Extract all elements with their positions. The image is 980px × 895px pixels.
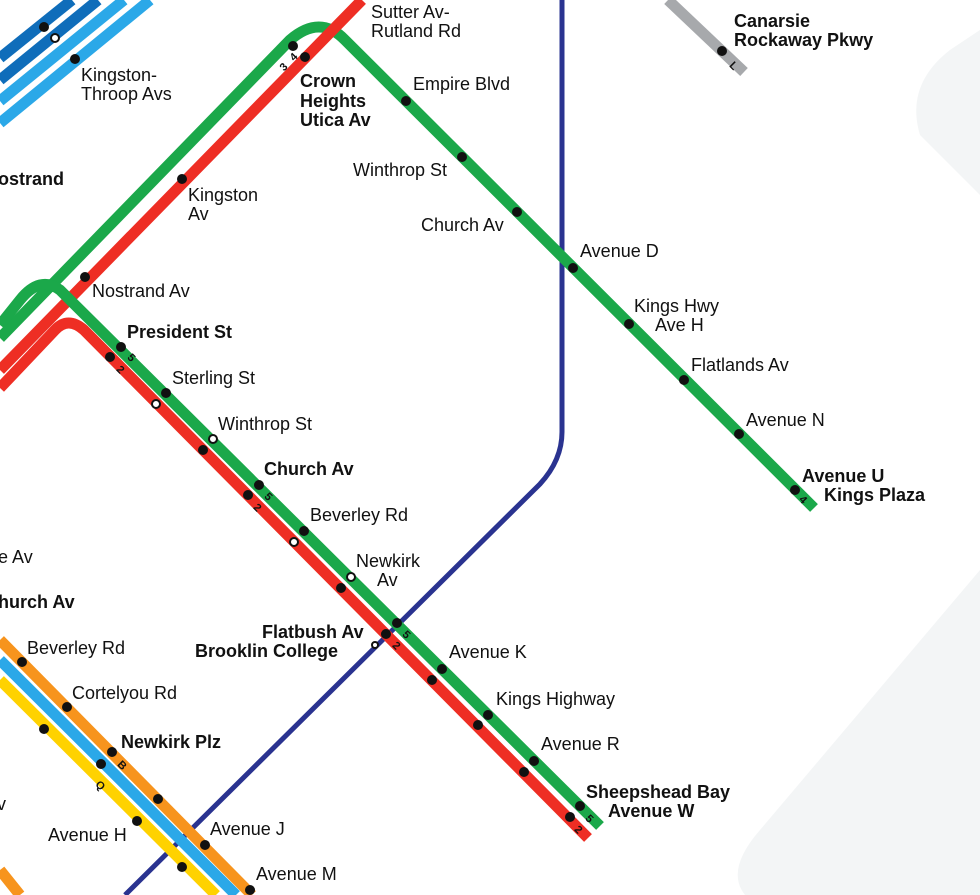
label-flatbush-2: Brooklin College	[195, 641, 338, 661]
label-church-lower: Church Av	[264, 459, 354, 479]
yellow-line	[0, 676, 220, 895]
label-kings-hwy-h-2: Ave H	[655, 315, 704, 335]
label-avenue-d: Avenue D	[580, 241, 659, 261]
label-avenue-n: Avenue N	[746, 410, 825, 430]
label-flatbush-1: Flatbush Av	[262, 622, 364, 642]
label-avenue-u-1: Avenue U	[802, 466, 884, 486]
label-cortelyou: Cortelyou Rd	[72, 683, 177, 703]
navy-line	[123, 0, 565, 895]
label-beverley-lower: Beverley Rd	[310, 505, 408, 525]
label-winthrop-upper: Winthrop St	[353, 160, 447, 180]
label-president: President St	[127, 322, 232, 342]
label-crown-heights-3: Utica Av	[300, 110, 371, 130]
blue-line-dark-1	[0, 0, 76, 63]
label-kings-highway: Kings Highway	[496, 689, 615, 709]
label-empire: Empire Blvd	[413, 74, 510, 94]
orange-line-stub	[0, 866, 25, 895]
label-sutter-2: Rutland Rd	[371, 21, 461, 41]
label-newkirk-av-1: Newkirk	[356, 551, 421, 571]
blue-line-light-1	[0, 0, 128, 106]
green-line-upper	[0, 21, 818, 512]
label-kingston-av-2: Av	[188, 204, 209, 224]
label-kingston-throop-1: Kingston-	[81, 65, 157, 85]
blue-line-dark-2	[0, 0, 102, 85]
label-avenue-u-2: Kings Plaza	[824, 485, 926, 505]
transfer-dots	[50, 33, 379, 649]
label-nostrand-av: Nostrand Av	[92, 281, 190, 301]
red-line-upper	[0, 0, 366, 374]
label-newkirk-av-2: Av	[377, 570, 398, 590]
label-church-left-partial: hurch Av	[0, 592, 75, 612]
label-winthrop-lower: Winthrop St	[218, 414, 312, 434]
label-flatlands: Flatlands Av	[691, 355, 789, 375]
land-area-upper-right	[916, 30, 980, 195]
label-crown-heights-1: Crown	[300, 71, 356, 91]
label-avenue-j: Avenue J	[210, 819, 285, 839]
label-kingston-throop-2: Throop Avs	[81, 84, 172, 104]
label-avenue-r: Avenue R	[541, 734, 620, 754]
label-avenue-k: Avenue K	[449, 642, 527, 662]
red-line-lower	[0, 317, 592, 842]
label-avenue-m: Avenue M	[256, 864, 337, 884]
blue-line-lower-left	[0, 656, 240, 895]
label-cortelyou-partial: e Av	[0, 547, 33, 567]
label-church-upper: Church Av	[421, 215, 504, 235]
label-beverley-left: Beverley Rd	[27, 638, 125, 658]
grey-line-L	[664, 0, 748, 76]
orange-line	[0, 636, 256, 895]
label-newkirk-plz: Newkirk Plz	[121, 732, 221, 752]
label-nostrand-partial: ostrand	[0, 169, 64, 189]
label-sheepshead-2: Avenue W	[608, 801, 694, 821]
station-dots	[17, 22, 800, 895]
label-sterling: Sterling St	[172, 368, 255, 388]
label-kings-hwy-h-1: Kings Hwy	[634, 296, 719, 316]
label-canarsie-2: Rockaway Pkwy	[734, 30, 873, 50]
green-line-lower	[0, 278, 604, 830]
label-canarsie-1: Canarsie	[734, 11, 810, 31]
label-crown-heights-2: Heights	[300, 91, 366, 111]
label-left-partial: v	[0, 794, 6, 814]
label-sutter-1: Sutter Av-	[371, 2, 450, 22]
label-kingston-av-1: Kingston	[188, 185, 258, 205]
land-area-lower-right	[737, 570, 980, 895]
label-avenue-h: Avenue H	[48, 825, 127, 845]
label-sheepshead-1: Sheepshead Bay	[586, 782, 730, 802]
